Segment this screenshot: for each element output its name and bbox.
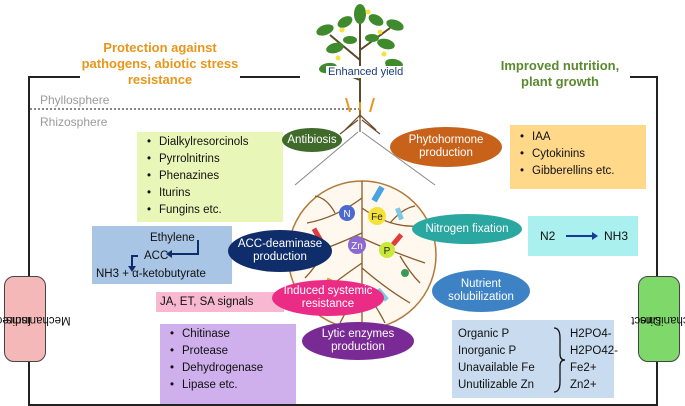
phytohormone-oval: Phytohormone production	[390, 127, 502, 167]
nutrition-title: Improved nutrition, plant growth	[480, 58, 640, 90]
antibiosis-label: Antibiosis	[287, 133, 337, 146]
list-item: Pyrrolnitrins	[147, 151, 279, 168]
funnel-lines	[294, 131, 436, 186]
list-item: Protease	[170, 343, 292, 360]
ketobutyrate-label: NH3 + α-ketobutyrate	[96, 268, 206, 280]
nutrient-solubilization-oval: Nutrient solubilization	[432, 270, 530, 312]
protection-title-line3: resistance	[127, 72, 193, 87]
list-item: Lipase etc.	[170, 377, 292, 394]
top-gap-left	[80, 70, 240, 82]
direct-label-line2: Mechanisms	[639, 313, 685, 326]
phosphorus-symbol: P	[384, 246, 391, 257]
nutrient-source: Unavailable Fe	[458, 362, 535, 374]
list-item: Chitinase	[170, 326, 292, 343]
nutrient-form: H2PO42-	[570, 345, 618, 357]
ethylene-label: Ethylene	[150, 232, 195, 244]
indirect-mechanisms-label: IndirectMechanisms	[0, 276, 70, 362]
enzymes-box: Chitinase Protease Dehydrogenase Lipase …	[160, 324, 296, 404]
list-item: Cytokinins	[520, 146, 642, 163]
enzymes-list: Chitinase Protease Dehydrogenase Lipase …	[164, 326, 292, 394]
nh3-label: NH3	[604, 228, 628, 245]
acc-deaminase-label-line1: ACC-deaminase	[237, 238, 323, 250]
induced-resistance-label-line2: resistance	[301, 298, 355, 310]
list-item: Fungins etc.	[147, 202, 279, 219]
nutrient-label-line1: Nutrient	[460, 278, 502, 290]
list-item: Dehydrogenase	[170, 360, 292, 377]
acc-deaminase-label-line2: production	[253, 251, 307, 263]
phyllosphere-label: Phyllosphere	[40, 93, 110, 107]
protection-title: Protection against pathogens, abiotic st…	[70, 40, 250, 88]
nitrogen-fixation-oval: Nitrogen fixation	[412, 214, 522, 244]
nutrient-form: Zn2+	[570, 379, 597, 391]
antibiotics-box: Dialkylresorcinols Pyrrolnitrins Phenazi…	[137, 132, 283, 222]
acc-label: ACC	[144, 250, 169, 262]
iron-symbol: Fe	[371, 212, 383, 223]
hormones-box: IAA Cytokinins Gibberellins etc.	[510, 125, 646, 189]
signals-label: JA, ET, SA signals	[160, 296, 254, 308]
nutrients-left-list: Organic P Inorganic P Unavailable Fe Unu…	[458, 326, 535, 394]
list-item: Dialkylresorcinols	[147, 134, 279, 151]
nutrient-form: H2PO4-	[570, 328, 612, 340]
nutrient-source: Organic P	[458, 328, 510, 340]
lytic-enzymes-oval: Lytic enzymes production	[302, 322, 414, 360]
nutrient-source: Unutilizable Zn	[458, 379, 535, 391]
antibiotics-list: Dialkylresorcinols Pyrrolnitrins Phenazi…	[141, 134, 279, 219]
signals-box: JA, ET, SA signals	[156, 292, 284, 312]
acc-box: Ethylene ACC NH3 + α-ketobutyrate	[92, 226, 232, 284]
lytic-enzymes-label-line1: Lytic enzymes	[321, 328, 395, 340]
nh3-text: NH3	[604, 229, 629, 243]
nutrients-box: Organic P Inorganic P Unavailable Fe Unu…	[452, 320, 618, 398]
list-item: Gibberellins etc.	[520, 163, 642, 180]
acc-arrows	[128, 240, 199, 272]
nutrient-form: Fe2+	[570, 362, 597, 374]
enhanced-yield-label: Enhanced yield	[326, 66, 406, 78]
nitrogen-fixation-label: Nitrogen fixation	[425, 222, 509, 235]
phytohormone-label-line1: Phytohormone	[408, 134, 484, 146]
nitrogen-box: N2 NH3	[528, 216, 638, 256]
direct-mechanisms-label: DirectMechanisms	[631, 276, 685, 362]
acc-deaminase-oval: ACC-deaminase production	[228, 230, 332, 272]
nutrient-brace	[553, 327, 566, 393]
nutrient-label-line2: solubilization	[448, 291, 514, 303]
rhizosphere-label: Rhizosphere	[40, 115, 108, 129]
indirect-label-line2: Mechanisms	[5, 313, 71, 326]
antibiosis-oval: Antibiosis	[282, 128, 342, 152]
induced-resistance-oval: Induced systemic resistance	[272, 280, 384, 316]
protection-title-line2: pathogens, abiotic stress	[81, 56, 239, 71]
protection-title-line1: Protection against	[103, 40, 217, 55]
phytohormone-label-line2: production	[419, 147, 473, 159]
fixation-arrow	[566, 232, 598, 240]
lytic-enzymes-label-line2: production	[331, 341, 385, 353]
hormones-list: IAA Cytokinins Gibberellins etc.	[514, 129, 642, 180]
n2-text: N2	[540, 229, 556, 243]
list-item: Iturins	[147, 185, 279, 202]
induced-resistance-label-line1: Induced systemic	[283, 285, 373, 297]
nitrogen-symbol: N	[343, 209, 350, 220]
nutrients-right-list: H2PO4- H2PO42- Fe2+ Zn2+	[570, 326, 618, 394]
list-item: IAA	[520, 129, 642, 146]
zinc-symbol: Zn	[351, 241, 363, 252]
list-item: Phenazines	[147, 168, 279, 185]
nutrition-title-line2: plant growth	[521, 74, 599, 89]
phyllosphere-divider	[30, 108, 360, 110]
nutrient-source: Inorganic P	[458, 345, 517, 357]
n2-label: N2	[540, 228, 555, 245]
nutrition-title-line1: Improved nutrition,	[500, 58, 620, 73]
